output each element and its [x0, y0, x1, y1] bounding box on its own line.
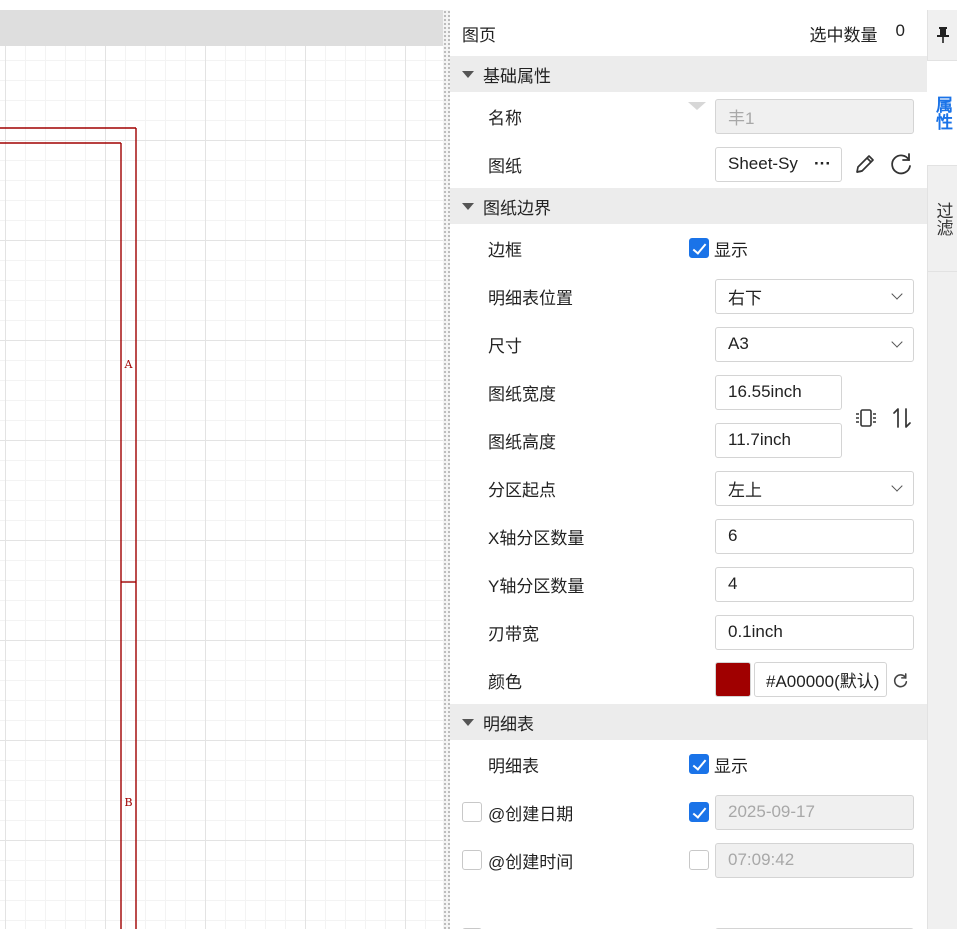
sheet-border-drawing: A B	[0, 127, 137, 929]
color-input[interactable]: #A00000(默认)	[754, 662, 887, 697]
row-height: 图纸高度 11.7inch	[450, 416, 927, 464]
chevron-down-icon	[891, 479, 903, 492]
collapse-triangle-icon	[462, 718, 474, 726]
size-select[interactable]: A3	[715, 326, 914, 362]
sort-arrows-icon[interactable]	[888, 404, 916, 432]
zone-label-b: B	[124, 796, 132, 809]
table-position-label: 明细表位置	[488, 288, 573, 308]
row-margin: 刃带宽 0.1inch	[450, 608, 927, 656]
table-position-select[interactable]: 右下	[715, 278, 914, 314]
tab-properties-label: 属性	[933, 96, 952, 130]
color-swatch[interactable]	[715, 662, 751, 697]
row-x-zones: X轴分区数量 6	[450, 512, 927, 560]
row-sheet: 图纸 Sheet-Sy ···	[450, 140, 927, 188]
panel-header: 图页 选中数量 0	[450, 10, 927, 56]
pencil-icon[interactable]	[852, 151, 878, 177]
create-date-input[interactable]: 2025-09-17	[715, 794, 914, 830]
detail-table-check-text: 显示	[714, 756, 748, 776]
create-time-label: @创建时间	[488, 852, 574, 872]
create-date-value-checkbox[interactable]	[689, 802, 709, 822]
row-size: 尺寸 A3	[450, 320, 927, 368]
row-y-zones: Y轴分区数量 4	[450, 560, 927, 608]
drawing-canvas[interactable]: A B	[0, 0, 443, 929]
sheet-value: Sheet-Sy	[728, 154, 798, 173]
collapse-triangle-icon	[462, 202, 474, 210]
size-label: 尺寸	[488, 336, 522, 356]
margin-input[interactable]: 0.1inch	[715, 614, 914, 650]
side-tab-rail: 属性 过滤	[927, 10, 957, 929]
x-zones-input[interactable]: 6	[715, 518, 914, 554]
frame-label: 边框	[488, 240, 522, 260]
y-zones-label: Y轴分区数量	[488, 576, 585, 596]
swap-orientation-icon[interactable]	[852, 404, 880, 432]
tab-filter-label: 过滤	[933, 201, 953, 236]
canvas-ruler-strip	[0, 10, 443, 46]
row-create-time: @创建时间 07:09:42	[450, 836, 927, 884]
refresh-icon[interactable]	[888, 151, 914, 177]
row-table-position: 明细表位置 右下	[450, 272, 927, 320]
create-date-field-checkbox[interactable]	[462, 802, 482, 822]
zone-label-a: A	[124, 358, 134, 371]
section-border-header[interactable]: 图纸边界	[450, 188, 927, 224]
pin-icon[interactable]	[928, 10, 957, 60]
collapse-triangle-icon	[462, 70, 474, 78]
section-detail-title: 明细表	[483, 714, 534, 734]
row-detail-table: 明细表 显示	[450, 740, 927, 788]
tab-properties[interactable]: 属性	[927, 60, 957, 166]
row-frame: 边框 显示	[450, 224, 927, 272]
table-position-value: 右下	[728, 288, 762, 308]
section-basic-title: 基础属性	[483, 66, 551, 86]
properties-panel: 图页 选中数量 0 基础属性 名称 丰1 图纸 Sheet-Sy ···	[450, 10, 927, 929]
panel-splitter[interactable]	[443, 10, 450, 929]
size-value: A3	[728, 334, 749, 353]
section-detail-header[interactable]: 明细表	[450, 704, 927, 740]
create-time-input[interactable]: 07:09:42	[715, 842, 914, 878]
tooltip-pointer	[688, 102, 706, 110]
sheet-select[interactable]: Sheet-Sy ···	[715, 146, 842, 182]
zone-origin-label: 分区起点	[488, 480, 556, 500]
name-label: 名称	[488, 108, 522, 128]
selected-count-value: 0	[895, 20, 905, 40]
chevron-down-icon	[891, 287, 903, 300]
create-time-value-checkbox[interactable]	[689, 850, 709, 870]
row-name: 名称 丰1	[450, 92, 927, 140]
tab-filter[interactable]: 过滤	[928, 166, 957, 272]
canvas-grid	[0, 46, 443, 929]
chevron-down-icon	[891, 335, 903, 348]
zone-origin-select[interactable]: 左上	[715, 470, 914, 506]
frame-check-text: 显示	[714, 240, 748, 260]
row-create-date: @创建日期 2025-09-17	[450, 788, 927, 836]
section-border-title: 图纸边界	[483, 198, 551, 218]
height-input[interactable]: 11.7inch	[715, 422, 842, 458]
selection-count: 选中数量 0	[810, 21, 905, 46]
frame-checkbox[interactable]	[689, 238, 709, 258]
section-basic-header[interactable]: 基础属性	[450, 56, 927, 92]
detail-table-checkbox[interactable]	[689, 754, 709, 774]
sheet-label: 图纸	[488, 156, 522, 176]
row-zone-origin: 分区起点 左上	[450, 464, 927, 512]
y-zones-input[interactable]: 4	[715, 566, 914, 602]
sheet-more-icon[interactable]: ···	[814, 154, 831, 173]
color-label: 颜色	[488, 672, 522, 692]
name-input[interactable]: 丰1	[715, 98, 914, 134]
row-partial	[450, 884, 927, 929]
margin-label: 刃带宽	[488, 624, 539, 644]
panel-title: 图页	[462, 25, 496, 45]
row-width: 图纸宽度 16.55inch	[450, 368, 927, 428]
detail-table-label: 明细表	[488, 756, 539, 776]
width-label: 图纸宽度	[488, 384, 556, 404]
create-time-field-checkbox[interactable]	[462, 850, 482, 870]
create-date-label: @创建日期	[488, 804, 574, 824]
reset-color-icon[interactable]	[891, 671, 909, 689]
height-label: 图纸高度	[488, 432, 556, 452]
zone-origin-value: 左上	[728, 480, 762, 500]
row-color: 颜色 #A00000(默认)	[450, 656, 927, 704]
selected-count-label: 选中数量	[809, 25, 878, 45]
width-input[interactable]: 16.55inch	[715, 374, 842, 410]
x-zones-label: X轴分区数量	[488, 528, 585, 548]
